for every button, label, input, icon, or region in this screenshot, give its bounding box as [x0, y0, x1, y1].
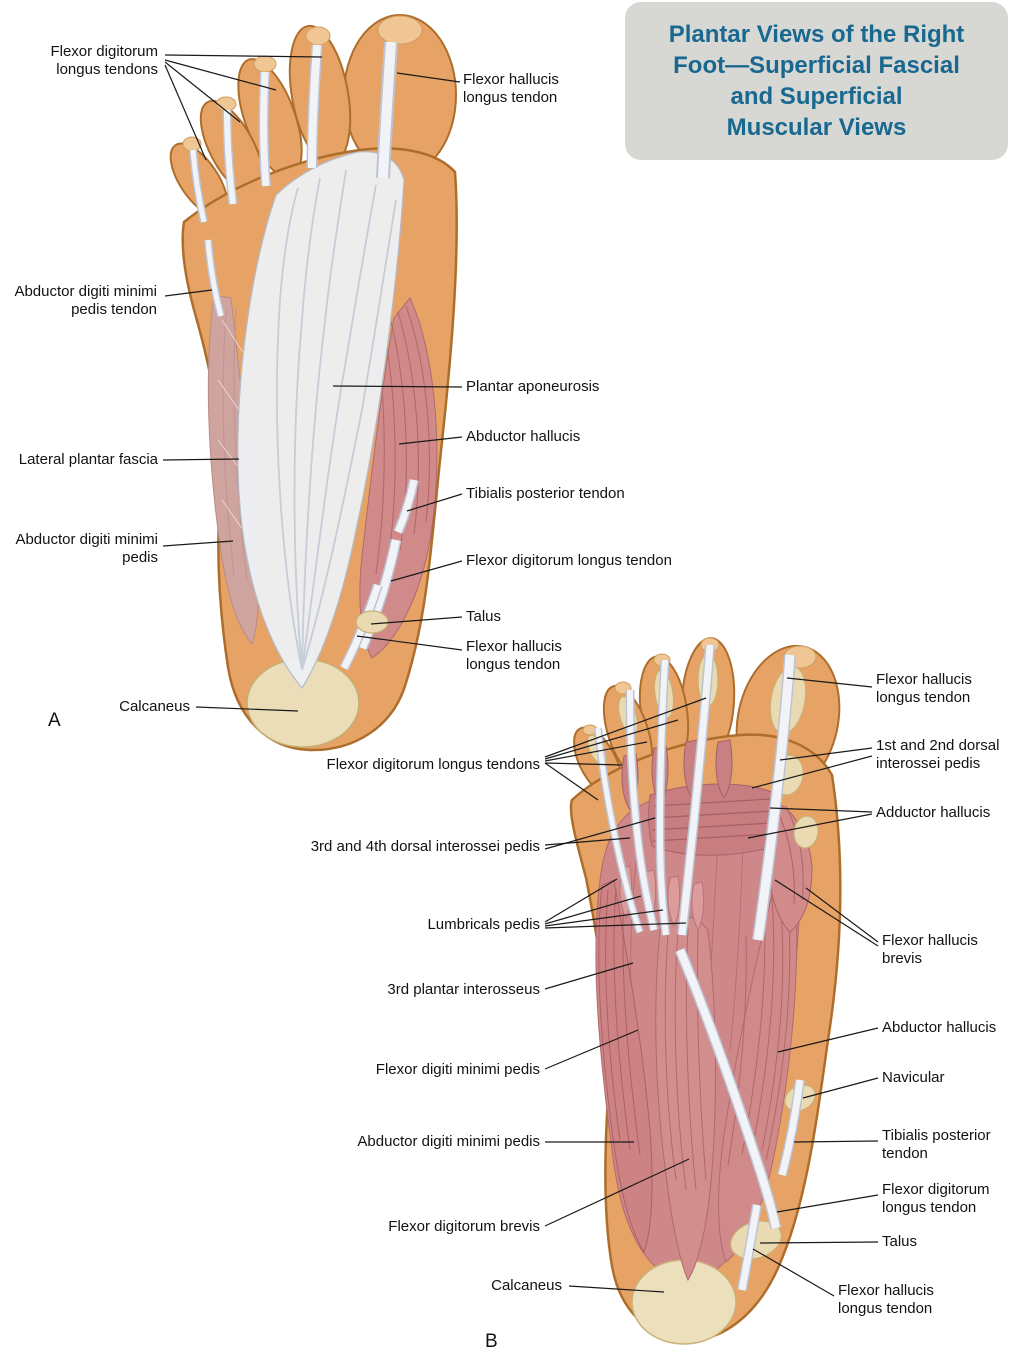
foot-b-tendons	[594, 644, 805, 1291]
label-b-flexor-hallucis-longus-tendon-top: Flexor hallucis longus tendon	[876, 671, 972, 707]
foot-a-toe-tendons	[189, 41, 398, 223]
label-b-flexor-digiti-minimi-pedis: Flexor digiti minimi pedis	[375, 1061, 540, 1078]
figure-title-line-1: Plantar Views of the Right	[668, 21, 965, 48]
label-b-tibialis-posterior-tendon: Tibialis posterior tendon	[882, 1127, 991, 1163]
label-b-lumbricals-pedis: Lumbricals pedis	[427, 916, 540, 933]
foot-b-abductor-digiti-minimi	[598, 879, 653, 1254]
foot-a-talus-bone	[355, 610, 389, 634]
figure-a-letter: A	[48, 710, 61, 731]
label-a-calcaneus: Calcaneus	[119, 698, 190, 715]
label-a-flexor-hallucis-longus-tendon-top: Flexor hallucis longus tendon	[463, 71, 559, 107]
label-b-flexor-digitorum-longus-tendon: Flexor digitorum longus tendon	[882, 1181, 990, 1217]
foot-a-toes	[169, 14, 457, 218]
label-b-flexor-hallucis-longus-tendon-bottom: Flexor hallucis longus tendon	[838, 1282, 934, 1318]
foot-b-adductor-hallucis	[648, 783, 775, 856]
figure-title-line-2: Foot—Superficial Fascial	[673, 52, 960, 79]
label-a-plantar-aponeurosis: Plantar aponeurosis	[466, 378, 600, 395]
label-b-flexor-digitorum-longus-tendons: Flexor digitorum longus tendons	[326, 756, 540, 773]
figure-title-line-4: Muscular Views	[726, 114, 907, 141]
leader-lines-b	[544, 677, 879, 1297]
foot-a-plantar-aponeurosis	[237, 151, 405, 690]
label-a-flexor-digitorum-longus-tendon: Flexor digitorum longus tendon	[466, 552, 672, 569]
foot-b-illustration	[569, 637, 842, 1345]
label-b-adductor-hallucis: Adductor hallucis	[876, 804, 991, 821]
foot-b-calcaneus-bone	[631, 1259, 737, 1345]
label-b-dorsal-interossei-3-4: 3rd and 4th dorsal interossei pedis	[310, 838, 540, 855]
label-a-abductor-digiti-minimi-pedis-tendon: Abductor digiti minimi pedis tendon	[14, 283, 157, 319]
figure-title-box: Plantar Views of the Right Foot—Superfic…	[625, 2, 1008, 160]
label-a-flexor-digitorum-longus-tendons: Flexor digitorum longus tendons	[50, 43, 158, 79]
leader-lines-a	[162, 54, 463, 712]
label-b-3rd-plantar-interosseus: 3rd plantar interosseus	[387, 981, 540, 998]
label-b-flexor-digitorum-brevis: Flexor digitorum brevis	[388, 1218, 540, 1235]
label-b-talus: Talus	[882, 1233, 918, 1250]
figure-b-letter: B	[485, 1331, 498, 1352]
label-a-flexor-hallucis-longus-tendon-bottom: Flexor hallucis longus tendon	[466, 638, 562, 674]
label-b-abductor-hallucis: Abductor hallucis	[882, 1019, 997, 1036]
figure-title-line-3: and Superficial	[730, 83, 903, 110]
label-a-abductor-hallucis: Abductor hallucis	[466, 428, 581, 445]
label-b-flexor-hallucis-brevis: Flexor hallucis brevis	[882, 932, 978, 968]
label-a-abductor-digiti-minimi-pedis: Abductor digiti minimi pedis	[15, 531, 158, 567]
label-a-lateral-plantar-fascia: Lateral plantar fascia	[18, 451, 158, 468]
label-b-navicular: Navicular	[882, 1069, 945, 1086]
label-b-abductor-digiti-minimi-pedis: Abductor digiti minimi pedis	[357, 1133, 540, 1150]
label-b-dorsal-interossei-1-2: 1st and 2nd dorsal interossei pedis	[876, 737, 1000, 773]
label-a-talus: Talus	[466, 608, 502, 625]
label-a-tibialis-posterior-tendon: Tibialis posterior tendon	[466, 485, 625, 502]
foot-a-abductor-hallucis	[359, 297, 438, 659]
label-b-calcaneus: Calcaneus	[491, 1277, 562, 1294]
foot-a-adm-tendon	[204, 239, 225, 318]
foot-b-abductor-hallucis	[718, 894, 798, 1263]
foot-a-illustration	[169, 14, 458, 752]
